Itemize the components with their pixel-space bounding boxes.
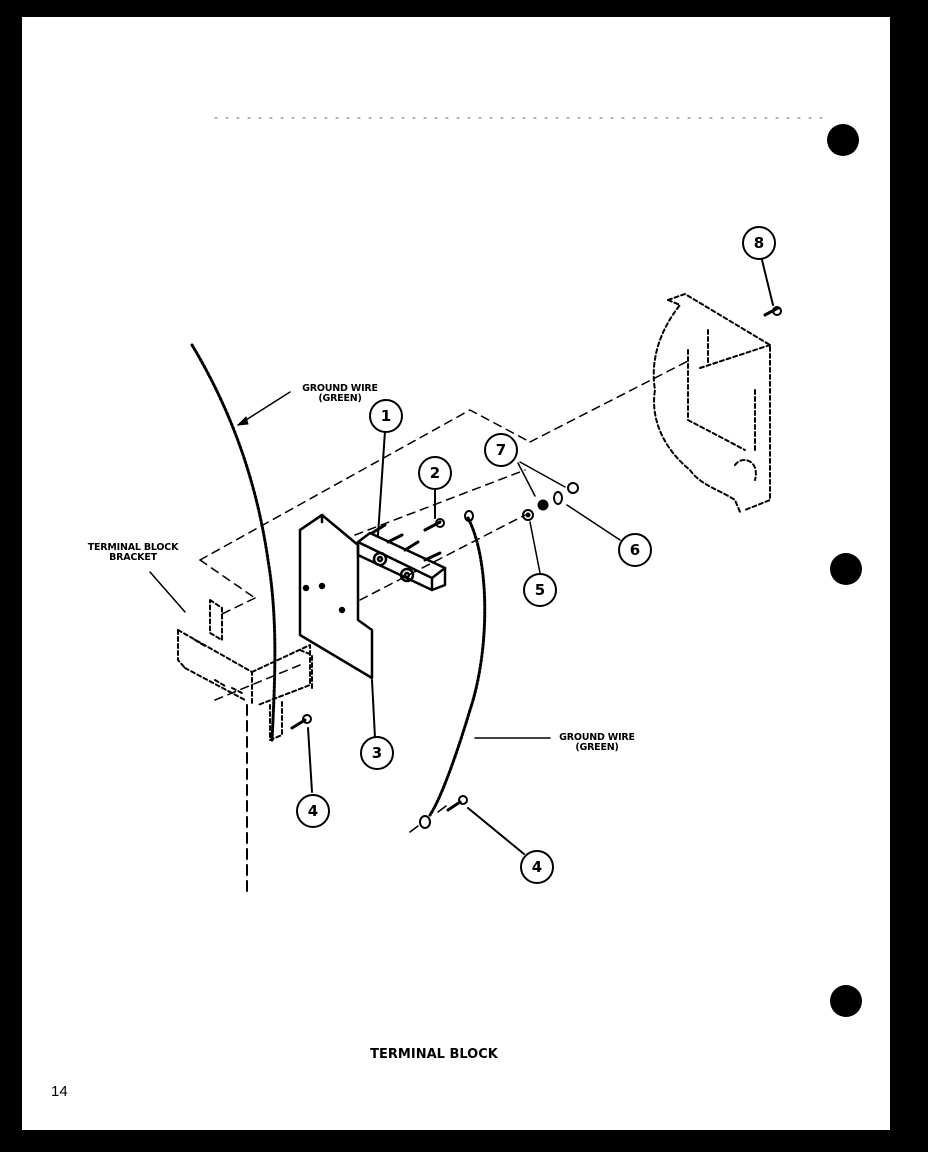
callout-5: 5 bbox=[523, 573, 557, 607]
terminal-block bbox=[356, 523, 447, 592]
ground-wire-label-top-line1: GROUND WIRE bbox=[302, 383, 378, 394]
bracket-label-line2: BRACKET bbox=[109, 551, 157, 563]
callout-7: 7 bbox=[484, 433, 518, 467]
callout-8: 8 bbox=[742, 226, 776, 260]
callout-1: 1 bbox=[369, 399, 403, 433]
terminal-block-bracket-label: TERMINAL BLOCK BRACKET bbox=[78, 543, 188, 563]
ground-wire-label-bottom-line1: GROUND WIRE bbox=[559, 732, 635, 743]
ground-wire-label-top: GROUND WIRE (GREEN) bbox=[285, 384, 395, 404]
mounting-plate bbox=[298, 513, 374, 680]
terminal-block-bracket bbox=[177, 599, 313, 741]
binder-hole-middle bbox=[830, 553, 862, 585]
callout-2: 2 bbox=[418, 456, 452, 490]
ground-wire-left bbox=[190, 343, 277, 742]
cabinet-panel bbox=[652, 293, 771, 513]
page-number: 14 bbox=[51, 1083, 68, 1100]
callout-6: 6 bbox=[618, 533, 652, 567]
diagram-title: TERMINAL BLOCK bbox=[370, 1047, 498, 1062]
ground-wire-label-bottom: GROUND WIRE (GREEN) bbox=[542, 733, 652, 753]
binder-hole-top bbox=[827, 124, 859, 156]
callout-4-right: 4 bbox=[520, 850, 554, 884]
diagram-page bbox=[22, 17, 890, 1130]
bracket-label-line1: TERMINAL BLOCK bbox=[87, 542, 179, 553]
ground-wire-label-top-line2: (GREEN) bbox=[318, 392, 362, 404]
binder-hole-bottom bbox=[830, 985, 862, 1017]
callout-4-left: 4 bbox=[296, 794, 330, 828]
ground-wire-label-bottom-line2: (GREEN) bbox=[575, 741, 619, 753]
ground-wire-right bbox=[428, 516, 487, 817]
callout-3: 3 bbox=[360, 736, 394, 770]
